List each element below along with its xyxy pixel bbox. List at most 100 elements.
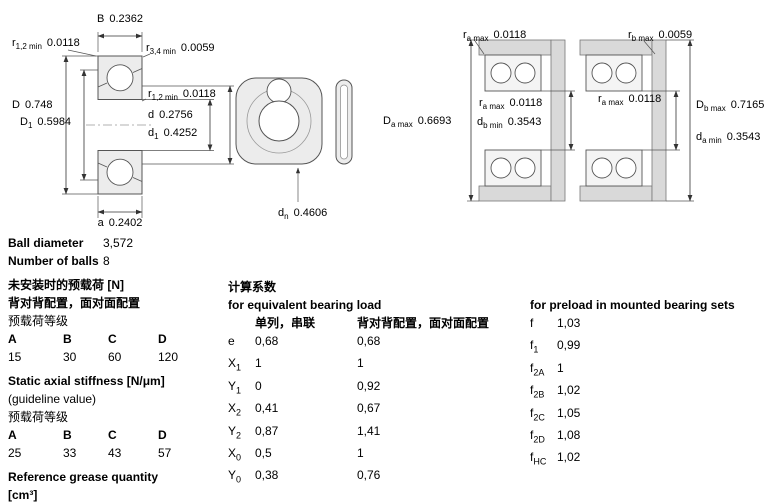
factor-paired: 0,92 [357, 378, 381, 393]
class-header: B [63, 428, 72, 442]
calc-row-e: e 0,68 0,68 [228, 332, 513, 354]
factor-symbol: f1 [530, 338, 539, 355]
preload-values-row: 15 30 60 120 [8, 348, 188, 366]
factor-single: 0,38 [255, 468, 279, 483]
dimension-lines [467, 39, 575, 202]
class-header: A [8, 428, 17, 442]
bearing-face [235, 77, 323, 165]
factor-single: 0 [255, 378, 262, 393]
preload-unmounted-title: 未安装时的预载荷 [N] [8, 278, 124, 292]
factor-single: 0,41 [255, 401, 279, 416]
preload-class-label: 预载荷等级 [8, 314, 69, 328]
stiffness-class-label: 预载荷等级 [8, 410, 69, 424]
factor-symbol: e [228, 334, 235, 348]
calc-row-x0: X0 0,5 1 [228, 444, 513, 466]
bearing-cross-section [86, 55, 154, 195]
ball-lower [106, 158, 134, 186]
ball-diameter-label: Ball diameter [8, 236, 84, 250]
calc-row-y1: Y1 0 0,92 [228, 377, 513, 399]
bearing-sections [484, 54, 542, 187]
ball [615, 157, 637, 179]
stiffness-note: (guideline value) [8, 392, 97, 406]
factor-value: 1,02 [557, 450, 581, 465]
calc-row-y0: Y0 0,38 0,76 [228, 466, 513, 488]
ball [591, 157, 613, 179]
ball [490, 62, 512, 84]
factor-paired: 1,41 [357, 423, 381, 438]
stiffness-values-row: 25 33 43 57 [8, 444, 188, 462]
factor-paired: 1 [357, 445, 364, 460]
calc-header-row: 单列，串联 背对背配置，面对面配置 [228, 314, 513, 332]
bearing-sections [585, 54, 643, 187]
factor-value: 1,02 [557, 383, 581, 398]
stiffness-title: Static axial stiffness [N/μm] [8, 374, 165, 388]
class-header: A [8, 332, 17, 346]
ball [615, 62, 637, 84]
factor-symbol: X0 [228, 445, 242, 463]
preload-factors-section: for preload in mounted bearing sets f 1,… [530, 296, 780, 471]
number-of-balls-row: Number of balls 8 [8, 252, 188, 270]
class-header: D [158, 428, 167, 442]
factor-symbol: Y2 [228, 423, 242, 440]
preload-value: 60 [108, 350, 122, 364]
equivalent-load-subtitle: for equivalent bearing load [228, 298, 382, 312]
bearing-side-ring [335, 79, 353, 165]
preload-factors-title: for preload in mounted bearing sets [530, 298, 735, 312]
dimension-lines [642, 39, 694, 202]
ball-diameter-value: 3,572 [103, 236, 134, 250]
factor-value: 1,03 [557, 316, 581, 330]
factor-value: 1,05 [557, 405, 581, 420]
preload-factor-row-f1: f1 0,99 [530, 336, 780, 358]
col-single-header: 单列，串联 [255, 316, 316, 330]
col-paired-header: 背对背配置，面对面配置 [357, 316, 490, 330]
calc-row-x2: X2 0,41 0,67 [228, 399, 513, 421]
factor-symbol: f2B [530, 383, 545, 400]
factor-value: 1 [557, 360, 564, 375]
calculation-factors-title: 计算系数 [228, 280, 277, 294]
factor-value: 1,08 [557, 427, 581, 442]
factor-single: 0,87 [255, 423, 279, 438]
preload-factor-row-f2d: f2D 1,08 [530, 426, 780, 448]
preload-value: 120 [158, 350, 179, 364]
dimension-lines [62, 32, 234, 218]
factor-symbol: Y1 [228, 378, 242, 396]
ball [266, 78, 292, 104]
factor-symbol: f2C [530, 405, 545, 422]
stiffness-value: 25 [8, 446, 22, 460]
class-header: C [108, 332, 117, 346]
factor-paired: 0,68 [357, 334, 381, 348]
factor-symbol: fHC [530, 450, 547, 467]
stiffness-value: 33 [63, 446, 77, 460]
factor-symbol: f2D [530, 427, 545, 445]
factor-value: 0,99 [557, 338, 581, 353]
ball [490, 157, 512, 179]
preload-factor-row-f2b: f2B 1,02 [530, 381, 780, 403]
class-header: C [108, 428, 117, 442]
ball-upper [106, 64, 134, 92]
calc-row-x1: X1 1 1 [228, 354, 513, 376]
class-header: D [158, 332, 167, 346]
calc-row-y2: Y2 0,87 1,41 [228, 422, 513, 444]
factor-paired: 1 [357, 356, 364, 371]
class-header: B [63, 332, 72, 346]
stiffness-value: 57 [158, 446, 172, 460]
factor-single: 0,5 [255, 445, 272, 460]
factor-single: 0,68 [255, 334, 279, 348]
ball-diameter-row: Ball diameter 3,572 [8, 234, 188, 252]
factor-single: 1 [255, 356, 262, 371]
